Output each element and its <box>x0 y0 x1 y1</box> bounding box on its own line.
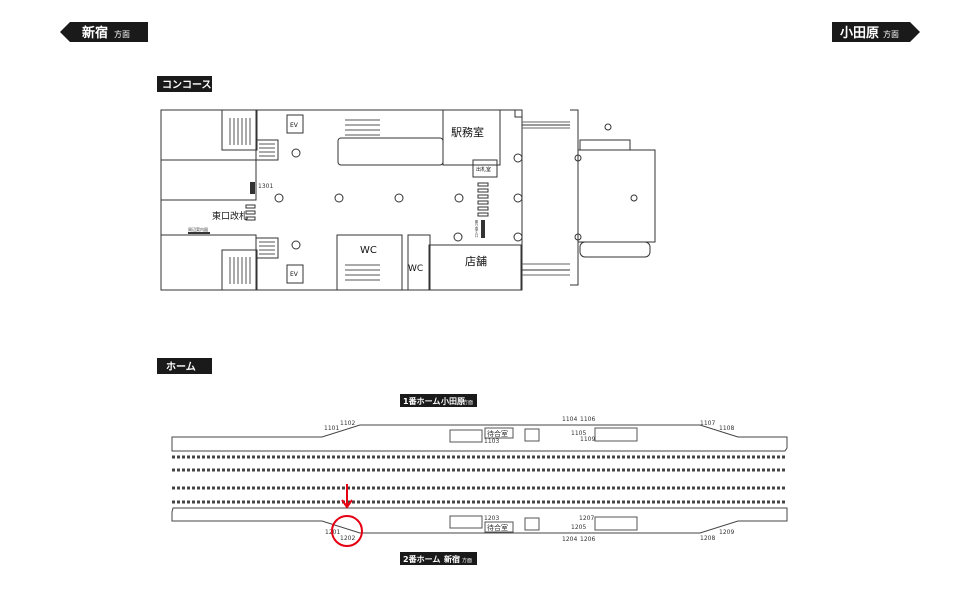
platform2-dest: 新宿 <box>444 554 460 564</box>
code: 1101 <box>324 425 339 432</box>
shop-label: 店舗 <box>465 254 487 268</box>
ticket-office-label: 出札室 <box>476 166 491 173</box>
concourse-labels: 1301 駅務室 出札室 東口改札 周辺案内図 乗り換え口 WC WC 店舗 E… <box>188 122 491 278</box>
code: 1105 <box>571 430 586 437</box>
ev-label-2: EV <box>290 271 299 278</box>
code: 1106 <box>580 416 595 423</box>
platform-labels: 待合室 待合室 1101 1102 1103 1104 1105 1106 11… <box>324 416 734 543</box>
direction-right-suffix: 方面 <box>883 29 899 39</box>
concourse-floorplan <box>160 109 656 291</box>
platform-2 <box>171 507 788 534</box>
code: 1204 <box>562 536 577 543</box>
ev-label-1: EV <box>290 122 299 129</box>
code: 1203 <box>484 515 499 522</box>
wc-label-2: WC <box>408 264 423 274</box>
stairs-platform <box>449 427 638 533</box>
east-gate-label: 東口改札 <box>212 210 248 222</box>
station-office-label: 駅務室 <box>451 125 484 139</box>
code: 1108 <box>719 425 734 432</box>
platform1-label: 1番ホーム <box>403 396 440 406</box>
code: 1104 <box>562 416 577 423</box>
direction-right-station: 小田原 <box>840 26 879 41</box>
code: 1109 <box>580 436 595 443</box>
waiting-room-2: 待合室 <box>487 523 508 532</box>
section-label-bg <box>157 358 212 374</box>
wc-label-1: WC <box>360 245 377 256</box>
info-board-label: 周辺案内図 <box>188 226 208 232</box>
code: 1209 <box>719 529 734 536</box>
gate-sign-label: 乗り換え口 <box>474 219 479 238</box>
code: 1202 <box>340 535 355 542</box>
direction-left-station: 新宿 <box>82 25 108 41</box>
section-concourse: コンコース <box>162 79 212 91</box>
code: 1205 <box>571 524 586 531</box>
platform2-label: 2番ホーム <box>403 554 440 564</box>
highlight-marker <box>331 484 363 547</box>
section-platform: ホーム <box>166 361 196 373</box>
platform-1 <box>171 424 788 452</box>
code: 1207 <box>579 515 594 522</box>
section-label-bg <box>157 76 212 92</box>
waiting-room-1: 待合室 <box>487 429 508 438</box>
platform1-suffix: 方面 <box>463 399 473 406</box>
code-1301: 1301 <box>258 183 273 190</box>
direction-badge-left: 新宿 方面 <box>60 22 148 42</box>
tracks <box>172 455 787 504</box>
direction-badge-right: 小田原 方面 <box>832 22 920 42</box>
code: 1206 <box>580 536 595 543</box>
platform1-dest: 小田原 <box>440 396 465 406</box>
code: 1103 <box>484 438 499 445</box>
platform2-suffix: 方面 <box>462 557 472 564</box>
code: 1208 <box>700 535 715 542</box>
code: 1102 <box>340 420 355 427</box>
direction-left-suffix: 方面 <box>114 29 130 39</box>
code: 1107 <box>700 420 715 427</box>
